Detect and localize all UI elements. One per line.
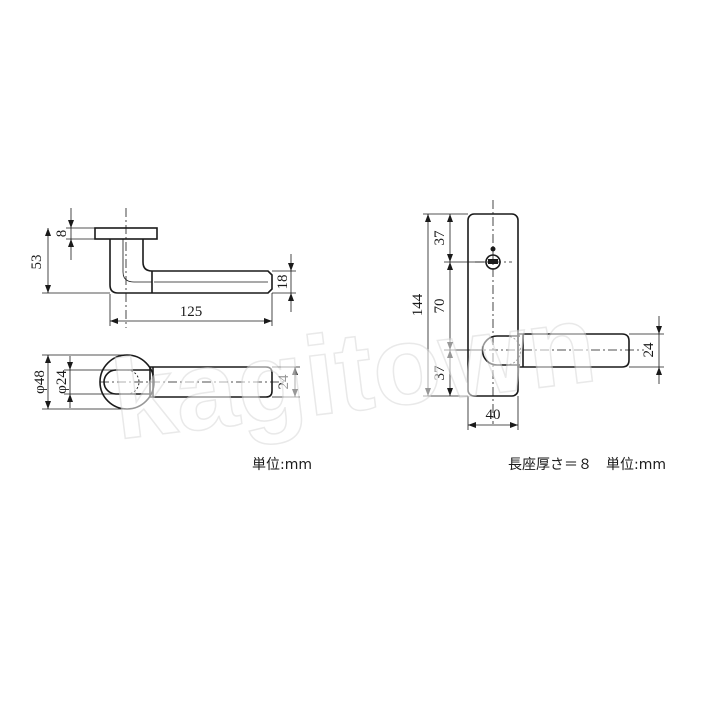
dim-plate-width: 40 [486,407,501,423]
front-view: 144 37 70 37 40 24 [410,200,664,430]
arrow [68,220,74,228]
arrow [447,262,453,270]
lever-profile [109,239,273,294]
arrow [264,318,272,324]
arrow [45,285,51,293]
arrow [425,214,431,222]
indicator-slot [488,259,498,264]
plan-view: φ48 φ24 24 [32,354,300,410]
arrow [67,394,73,402]
arrow [425,388,431,396]
dim-total-height: 144 [410,293,426,316]
arrow [292,367,298,375]
left-unit-note: 単位:mm [252,457,312,473]
arrow [447,254,453,262]
arrow [45,401,51,409]
dim-lever-length: 125 [180,304,203,320]
front-neck-hidden [505,335,521,366]
arrow [510,422,518,428]
arrow [67,362,73,370]
arrow [447,388,453,396]
dim-lever-thickness: 18 [275,275,291,290]
arrow [292,389,298,397]
arrow [656,326,662,334]
front-lever [517,333,630,368]
arrow [447,342,453,350]
arrow [288,293,294,301]
dim-rose-diameter: φ48 [32,370,48,394]
arrow [45,355,51,363]
neck-hidden-line [126,369,140,395]
dim-height: 53 [29,255,45,270]
arrow [656,367,662,375]
arrow [468,422,476,428]
arrow [110,318,118,324]
front-neck [481,335,520,366]
dim-front-lever-width: 24 [641,342,657,358]
dim-center-distance: 70 [432,299,448,314]
neck-inner-line [122,239,152,283]
side-view: 8 53 18 125 [29,208,296,328]
arrow [447,350,453,358]
arrow [288,263,294,271]
indicator-dot [490,246,496,252]
dim-base-thickness: 8 [54,230,70,238]
arrow [447,214,453,222]
dim-neck-diameter: φ24 [54,370,70,394]
right-unit-note: 長座厚さ＝８ 単位:mm [508,457,666,473]
lever-plan-outline [149,366,273,398]
dim-top-offset: 37 [432,230,448,246]
dim-lever-width: 24 [276,374,292,390]
arrow [45,228,51,236]
arrow [68,239,74,247]
dim-bottom-offset: 37 [432,365,448,381]
